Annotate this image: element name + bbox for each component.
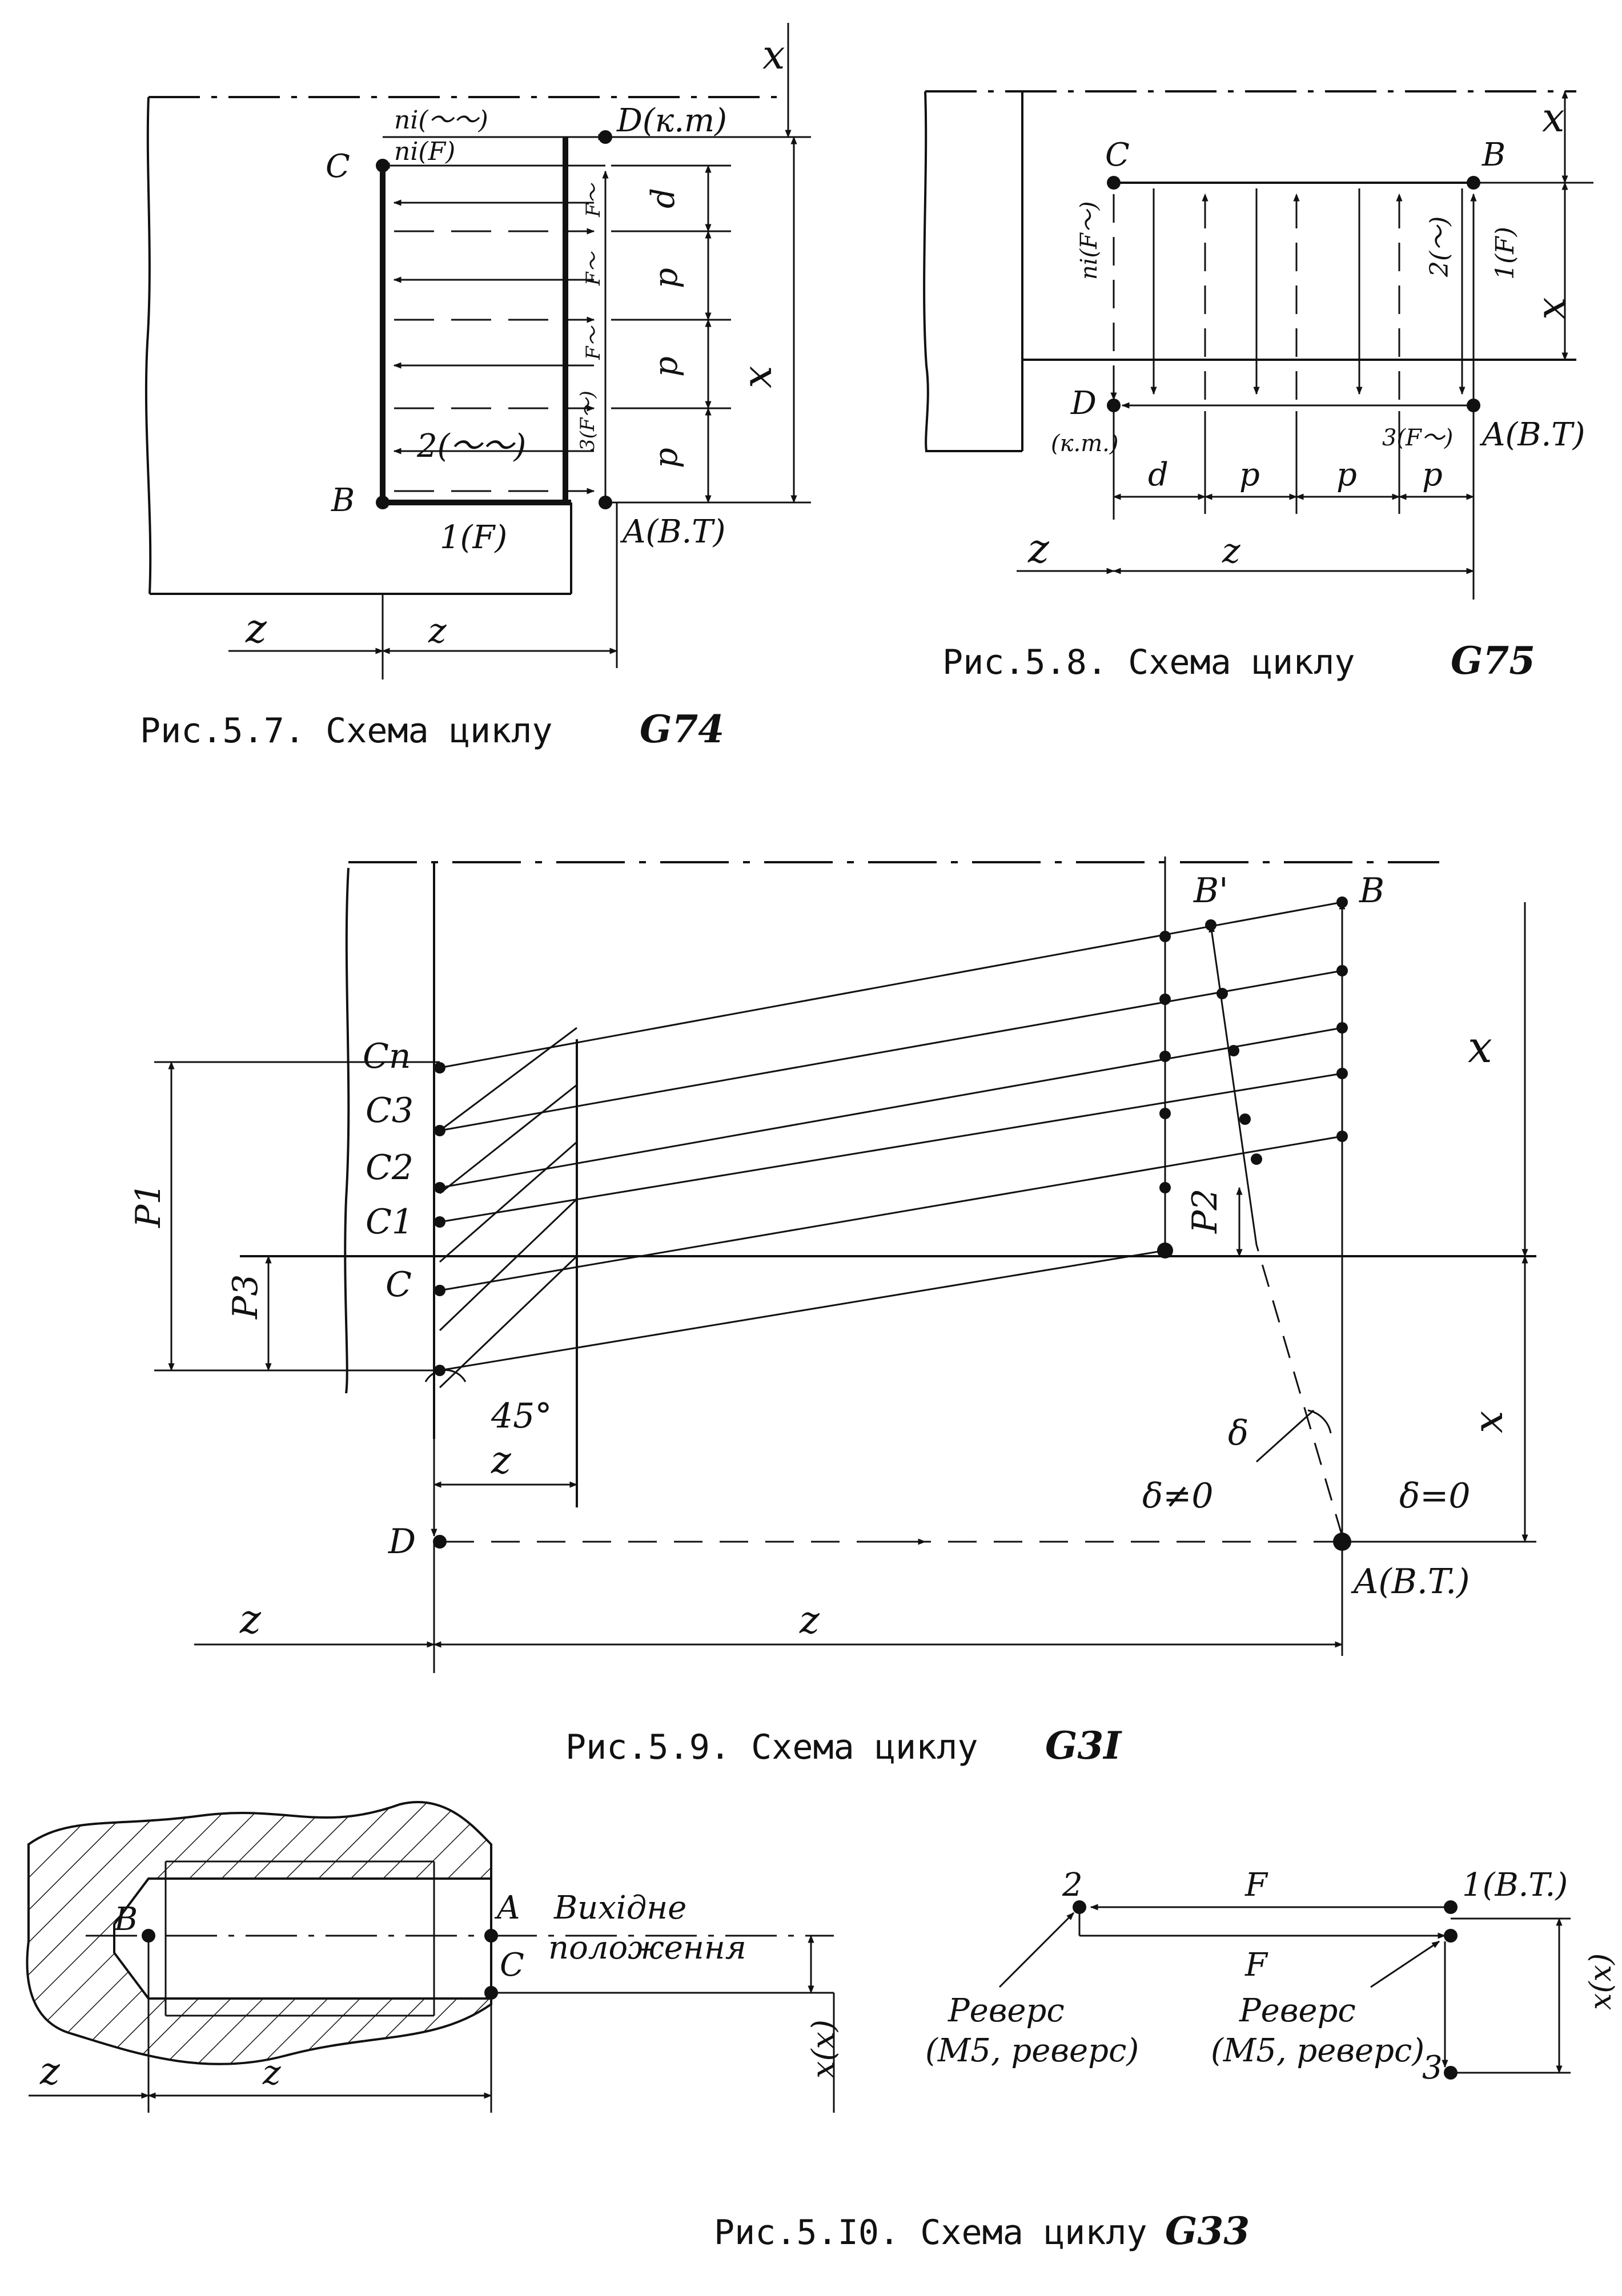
- caption-5-8: Рис.5.8. Схема циклу: [942, 642, 1355, 682]
- label-dim-p3: p: [648, 448, 685, 468]
- label-reverse-2-sub: (M5, реверс): [1211, 2032, 1424, 2069]
- axis-z-label: z: [1027, 525, 1050, 572]
- label-move2: 2(〜): [1425, 216, 1454, 278]
- point-C1: C1: [366, 1202, 413, 1242]
- caption-5-9-code: G3I: [1045, 1723, 1122, 1768]
- axis-z-label: z: [39, 2049, 61, 2093]
- label-move2: 2(〜〜): [416, 428, 526, 465]
- label-ni-feed: ni(F): [394, 137, 455, 166]
- figure-5-10: B A C Вихідне положення z z x(x) 2 1: [26, 1801, 1618, 2253]
- point-A: A(B.T): [620, 513, 725, 550]
- point-D: D: [388, 1522, 416, 1562]
- dim-z-label: z: [262, 2053, 281, 2093]
- axis-z-label: z: [245, 605, 267, 652]
- label-delta: δ: [1228, 1413, 1248, 1453]
- point-B: B: [114, 1901, 138, 1938]
- label-ni: ni(F〜): [1076, 201, 1102, 280]
- label-dim-p3: p: [1422, 456, 1443, 493]
- label-dim-p1: p: [1239, 456, 1260, 493]
- label-move1: 1(F): [1491, 227, 1520, 280]
- label-dim-d: d: [645, 188, 682, 208]
- point-C: C: [386, 1265, 412, 1305]
- dim-x-label: x: [1465, 1411, 1512, 1433]
- label-dim-p1: p: [648, 268, 685, 288]
- label-start-2: положення: [548, 1929, 746, 1967]
- label-reverse-2: Реверс: [1239, 1992, 1356, 2029]
- point-D: D: [1070, 385, 1097, 422]
- axis-x-label: x: [1542, 94, 1564, 141]
- label-F-bottom: F: [1244, 1947, 1268, 1984]
- label-start-1: Вихідне: [553, 1889, 686, 1927]
- dim-z-label: z: [1222, 531, 1240, 571]
- figure-5-8: C B D (к.т.) A(B.T) ni(F〜) 2(〜) 1(F) 3(F…: [923, 90, 1593, 683]
- point-D-sub: (к.т.): [1051, 431, 1118, 457]
- dim-x-label: x: [1528, 297, 1575, 320]
- label-P2: P2: [1185, 1188, 1225, 1234]
- figure-5-9: Cn C3 C2 C1 C D A(B.T.) B B' P1 P3 P2 45…: [129, 857, 1536, 1768]
- label-feed1: F〜: [582, 182, 605, 218]
- point-B: B: [1359, 871, 1384, 911]
- label-P1: P1: [129, 1183, 168, 1228]
- point-C: C: [326, 148, 350, 185]
- axis-x-label: x: [1468, 1022, 1492, 1072]
- label-F-top: F: [1244, 1867, 1268, 1904]
- dim-z-label: z: [428, 611, 447, 651]
- point-B: B: [1482, 136, 1505, 174]
- label-P3: P3: [226, 1274, 266, 1320]
- point-2: 2: [1062, 1867, 1083, 1904]
- label-dim-d: d: [1148, 456, 1169, 493]
- point-Cn: Cn: [363, 1036, 411, 1076]
- label-dim-p2: p: [648, 356, 685, 377]
- point-A: A(B.T.): [1351, 1562, 1470, 1602]
- label-reverse-1: Реверс: [947, 1992, 1065, 2029]
- label-reverse-1-sub: (M5, реверс): [925, 2032, 1139, 2069]
- point-B: B: [331, 482, 355, 519]
- point-C: C: [500, 1947, 524, 1984]
- caption-5-7: Рис.5.7. Схема циклу: [140, 711, 552, 751]
- caption-5-10: Рис.5.I0. Схема циклу: [714, 2213, 1147, 2253]
- point-3: 3: [1422, 2049, 1443, 2086]
- figure-5-7: C D(к.т) B A(B.T) ni(〜〜) ni(F) 2(〜〜) 1(F…: [140, 23, 811, 751]
- caption-5-10-code: G33: [1165, 2209, 1250, 2253]
- axis-x-label: x: [762, 31, 785, 78]
- dim-x-label: x: [734, 366, 781, 388]
- dim-z2-label: z: [799, 1598, 820, 1642]
- label-ni-rapid: ni(〜〜): [394, 106, 488, 135]
- caption-5-9: Рис.5.9. Схема циклу: [565, 1727, 978, 1767]
- axis-z-label: z: [239, 1596, 262, 1643]
- caption-5-7-code: G74: [640, 707, 724, 751]
- point-Bprime: B': [1193, 871, 1228, 911]
- point-C3: C3: [366, 1091, 413, 1131]
- label-move1: 1(F): [440, 519, 507, 556]
- label-angle45: 45°: [491, 1396, 552, 1436]
- label-feed2: F〜: [582, 251, 605, 286]
- dim-z-label: z: [491, 1438, 512, 1482]
- point-A: A(B.T): [1479, 416, 1585, 453]
- label-dim-p2: p: [1336, 456, 1357, 493]
- label-move3: 3(F〜): [1382, 425, 1453, 451]
- point-1: 1(B.T.): [1462, 1867, 1568, 1904]
- point-A: A: [494, 1889, 520, 1927]
- caption-5-8-code: G75: [1451, 638, 1535, 683]
- point-C2: C2: [366, 1148, 413, 1188]
- dim-x-label: x(x): [805, 2020, 841, 2078]
- label-feed3: F〜: [582, 325, 605, 360]
- label-delta-eq0: δ=0: [1399, 1476, 1471, 1516]
- point-D: D(к.т): [616, 102, 727, 139]
- label-delta-ne0: δ≠0: [1142, 1476, 1214, 1516]
- point-C: C: [1105, 136, 1130, 174]
- label-move3: 3(F〜): [576, 391, 599, 451]
- dim-x2-label: x(x): [1584, 1953, 1618, 2010]
